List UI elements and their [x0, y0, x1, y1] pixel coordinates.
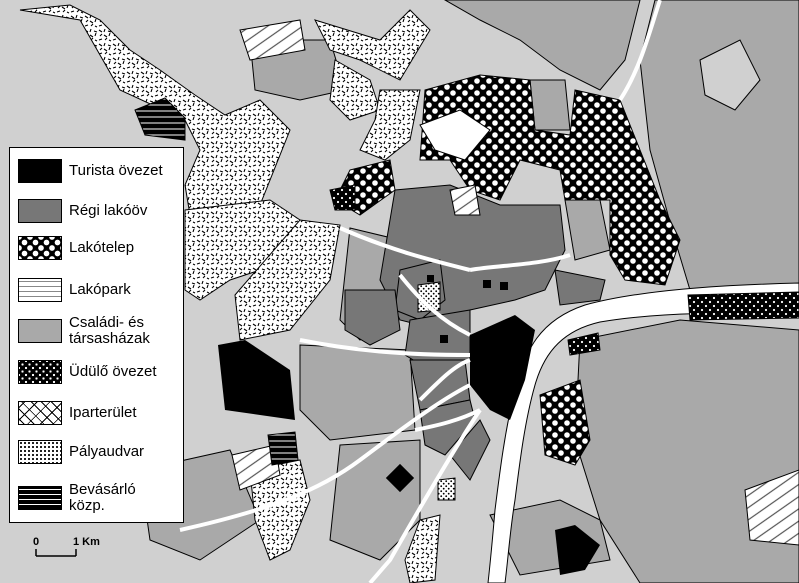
legend-label: Lakópark — [69, 281, 131, 298]
tourist-zone-south — [555, 525, 600, 575]
landmark-square-3 — [440, 335, 448, 343]
legend-swatch — [18, 159, 62, 183]
legend-label: Üdülő övezet — [69, 363, 157, 380]
landmark-diamond — [385, 463, 415, 493]
railway-station-south — [437, 477, 456, 501]
road-8 — [618, 0, 662, 102]
legend-swatch — [18, 236, 62, 260]
legend-swatch — [18, 319, 62, 343]
legend-label: Iparterület — [69, 404, 137, 421]
legend-label: Családi- és társasházak — [69, 314, 150, 347]
road-7 — [179, 383, 471, 532]
holiday-zone-river — [567, 332, 601, 356]
legend-item: Iparterület — [18, 401, 183, 425]
estate-clearing — [419, 109, 491, 161]
holiday-zone-north — [329, 184, 356, 211]
old-residential-east — [554, 269, 606, 306]
road-4 — [299, 338, 471, 357]
road-network — [179, 0, 662, 583]
industrial-south — [249, 459, 311, 561]
legend-swatch — [18, 486, 62, 510]
industrial-west-2 — [234, 219, 341, 341]
legend-item: Lakótelep — [18, 236, 183, 260]
road-6 — [368, 408, 482, 583]
old-residential-block-5 — [449, 419, 491, 481]
legend-label: Bevásárló közp. — [69, 481, 136, 514]
road-9 — [418, 358, 471, 402]
landmark-square-1 — [483, 280, 491, 288]
legend-label: Lakótelep — [69, 239, 135, 256]
tourist-zone-center — [470, 315, 535, 420]
legend-item: Lakópark — [18, 278, 183, 302]
road-5 — [414, 408, 481, 432]
legend-label: Régi lakóöv — [69, 202, 148, 219]
legend-item: Pályaudvar — [18, 440, 183, 464]
industrial-north — [314, 9, 431, 81]
residential-park-southwest — [231, 444, 281, 491]
legend-swatch — [18, 360, 62, 384]
legend-label: Turista övezet — [69, 162, 163, 179]
residential-park-north — [239, 19, 306, 61]
clearing-east — [699, 39, 761, 111]
industrial-north-2 — [329, 59, 381, 121]
road-2 — [469, 253, 571, 272]
road-3 — [398, 273, 471, 337]
road-1 — [339, 226, 471, 272]
legend-swatch — [18, 199, 62, 223]
scale-bar-graphic — [35, 549, 77, 557]
legend-swatch — [18, 401, 62, 425]
industrial-south-2 — [404, 514, 441, 583]
industrial-north-3 — [359, 89, 421, 161]
old-residential-west — [344, 289, 401, 346]
suburb-west-1 — [299, 344, 416, 441]
shopping-centre-north — [134, 97, 186, 141]
railway-station-center — [417, 281, 441, 313]
holiday-zone-east — [687, 291, 799, 321]
legend-label: Pályaudvar — [69, 443, 145, 460]
residential-park-center — [449, 184, 481, 216]
landmark-square-2 — [500, 282, 508, 290]
landmark-square-4 — [427, 275, 434, 282]
legend-item: Régi lakóöv — [18, 199, 183, 223]
scale-end-label: 1 Km — [73, 536, 100, 548]
suburb-north — [443, 0, 641, 91]
shopping-centre-west — [267, 431, 299, 466]
housing-estate-east — [539, 379, 591, 466]
legend-swatch — [18, 440, 62, 464]
suburb-east — [639, 0, 799, 291]
legend-item: Turista övezet — [18, 159, 183, 183]
legend-item: Üdülő övezet — [18, 360, 183, 384]
tourist-zone-west — [218, 340, 295, 420]
scale-bar: 0 1 Km — [30, 536, 120, 566]
residential-park-east — [744, 469, 799, 546]
legend-item: Bevásárló közp. — [18, 482, 183, 514]
legend-item: Családi- és társasházak — [18, 315, 183, 347]
scale-start-label: 0 — [33, 536, 40, 548]
block-north-1 — [529, 79, 571, 131]
legend-swatch — [18, 278, 62, 302]
